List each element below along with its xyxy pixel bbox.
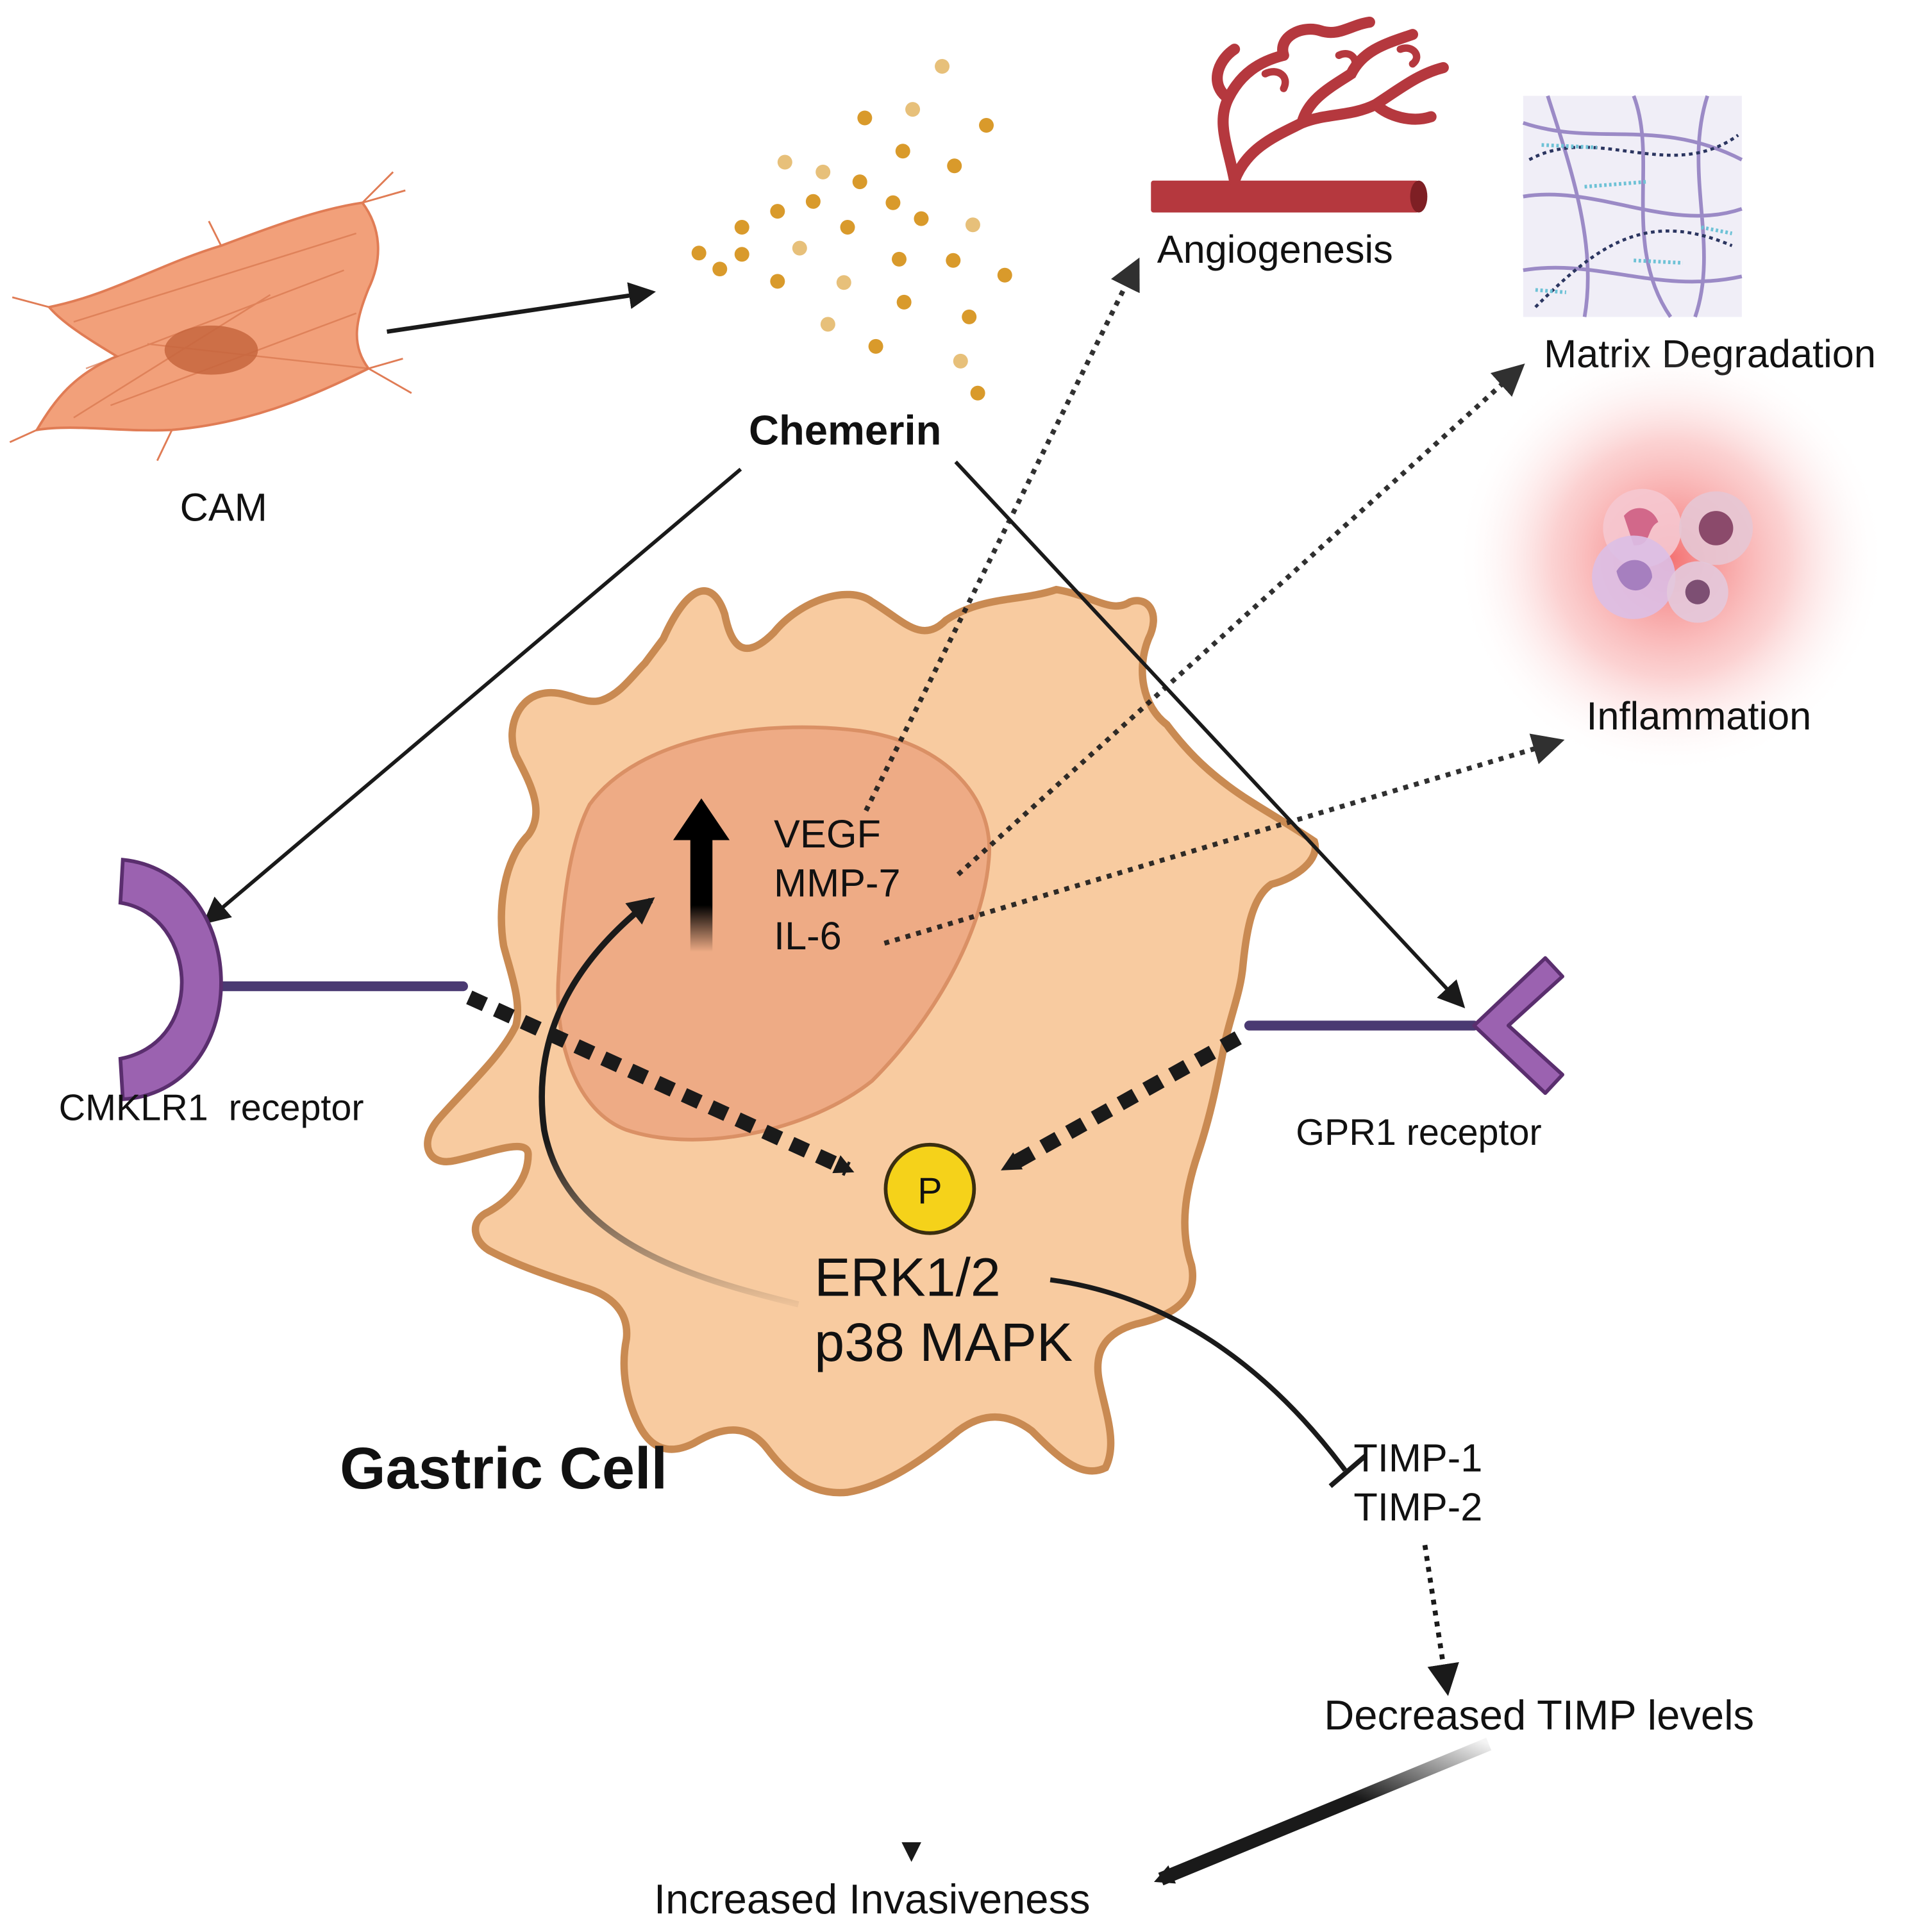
gpr1-receptor-icon (1244, 956, 1564, 1095)
vegf-to-angiogenesis-arrow (864, 257, 1140, 812)
fibroblast-cell-icon (9, 171, 412, 462)
chemerin-to-gpr1-arrow (954, 460, 1466, 1008)
gpr1-receptor-label: GPR1 receptor (1296, 1112, 1541, 1153)
cmklr1-receptor-icon (118, 858, 468, 1101)
gastric-cell-label: Gastric Cell (340, 1436, 667, 1501)
inhibition-bar (1328, 1453, 1368, 1488)
gpr1-to-erk-arrow (1001, 1031, 1242, 1174)
timp1-label: TIMP-1 (1353, 1435, 1482, 1479)
timp-to-decreased-levels-arrow (1422, 1544, 1459, 1696)
timp2-label: TIMP-2 (1353, 1485, 1482, 1529)
vegf-label: VEGF (774, 812, 881, 856)
cam-to-chemerin-arrow (387, 282, 656, 334)
angiogenesis-label: Angiogenesis (1157, 227, 1393, 271)
decreased-timp-label: Decreased TIMP levels (1324, 1692, 1754, 1738)
blood-vessel-sprouting-icon (1151, 16, 1449, 213)
chemerin-particles-icon (691, 59, 1012, 401)
decreased-timp-to-invasiveness-arrow (1153, 1738, 1492, 1886)
inflammation-label: Inflammation (1586, 694, 1811, 738)
erk-to-nucleus-feedback-arrow (539, 897, 799, 1308)
p38-label: p38 MAPK (814, 1312, 1073, 1372)
cmklr1-to-erk-arrow (466, 990, 855, 1176)
phosphorylation-icon (883, 1142, 976, 1235)
il6-label: IL-6 (774, 913, 842, 958)
phospho-label: P (917, 1171, 942, 1212)
upregulation-arrow-icon (673, 798, 730, 952)
increased-invasiveness-label: Increased Invasiveness (654, 1876, 1091, 1922)
extracellular-matrix-fibers-icon (1522, 95, 1743, 319)
cmklr1-receptor-label: CMKLR1 receptor (59, 1087, 364, 1128)
erk-label: ERK1/2 (814, 1247, 1001, 1307)
mmp7-label: MMP-7 (774, 861, 901, 905)
chemerin-to-cmklr1-arrow (203, 467, 742, 925)
nucleus (556, 725, 992, 1142)
erk-inhibits-timp-line (1049, 1277, 1348, 1472)
chemerin-label: Chemerin (749, 407, 941, 454)
cam-label: CAM (180, 485, 267, 529)
mmp7-to-matrix-degradation-arrow (956, 363, 1525, 877)
immune-cells-icon (1455, 344, 1886, 774)
